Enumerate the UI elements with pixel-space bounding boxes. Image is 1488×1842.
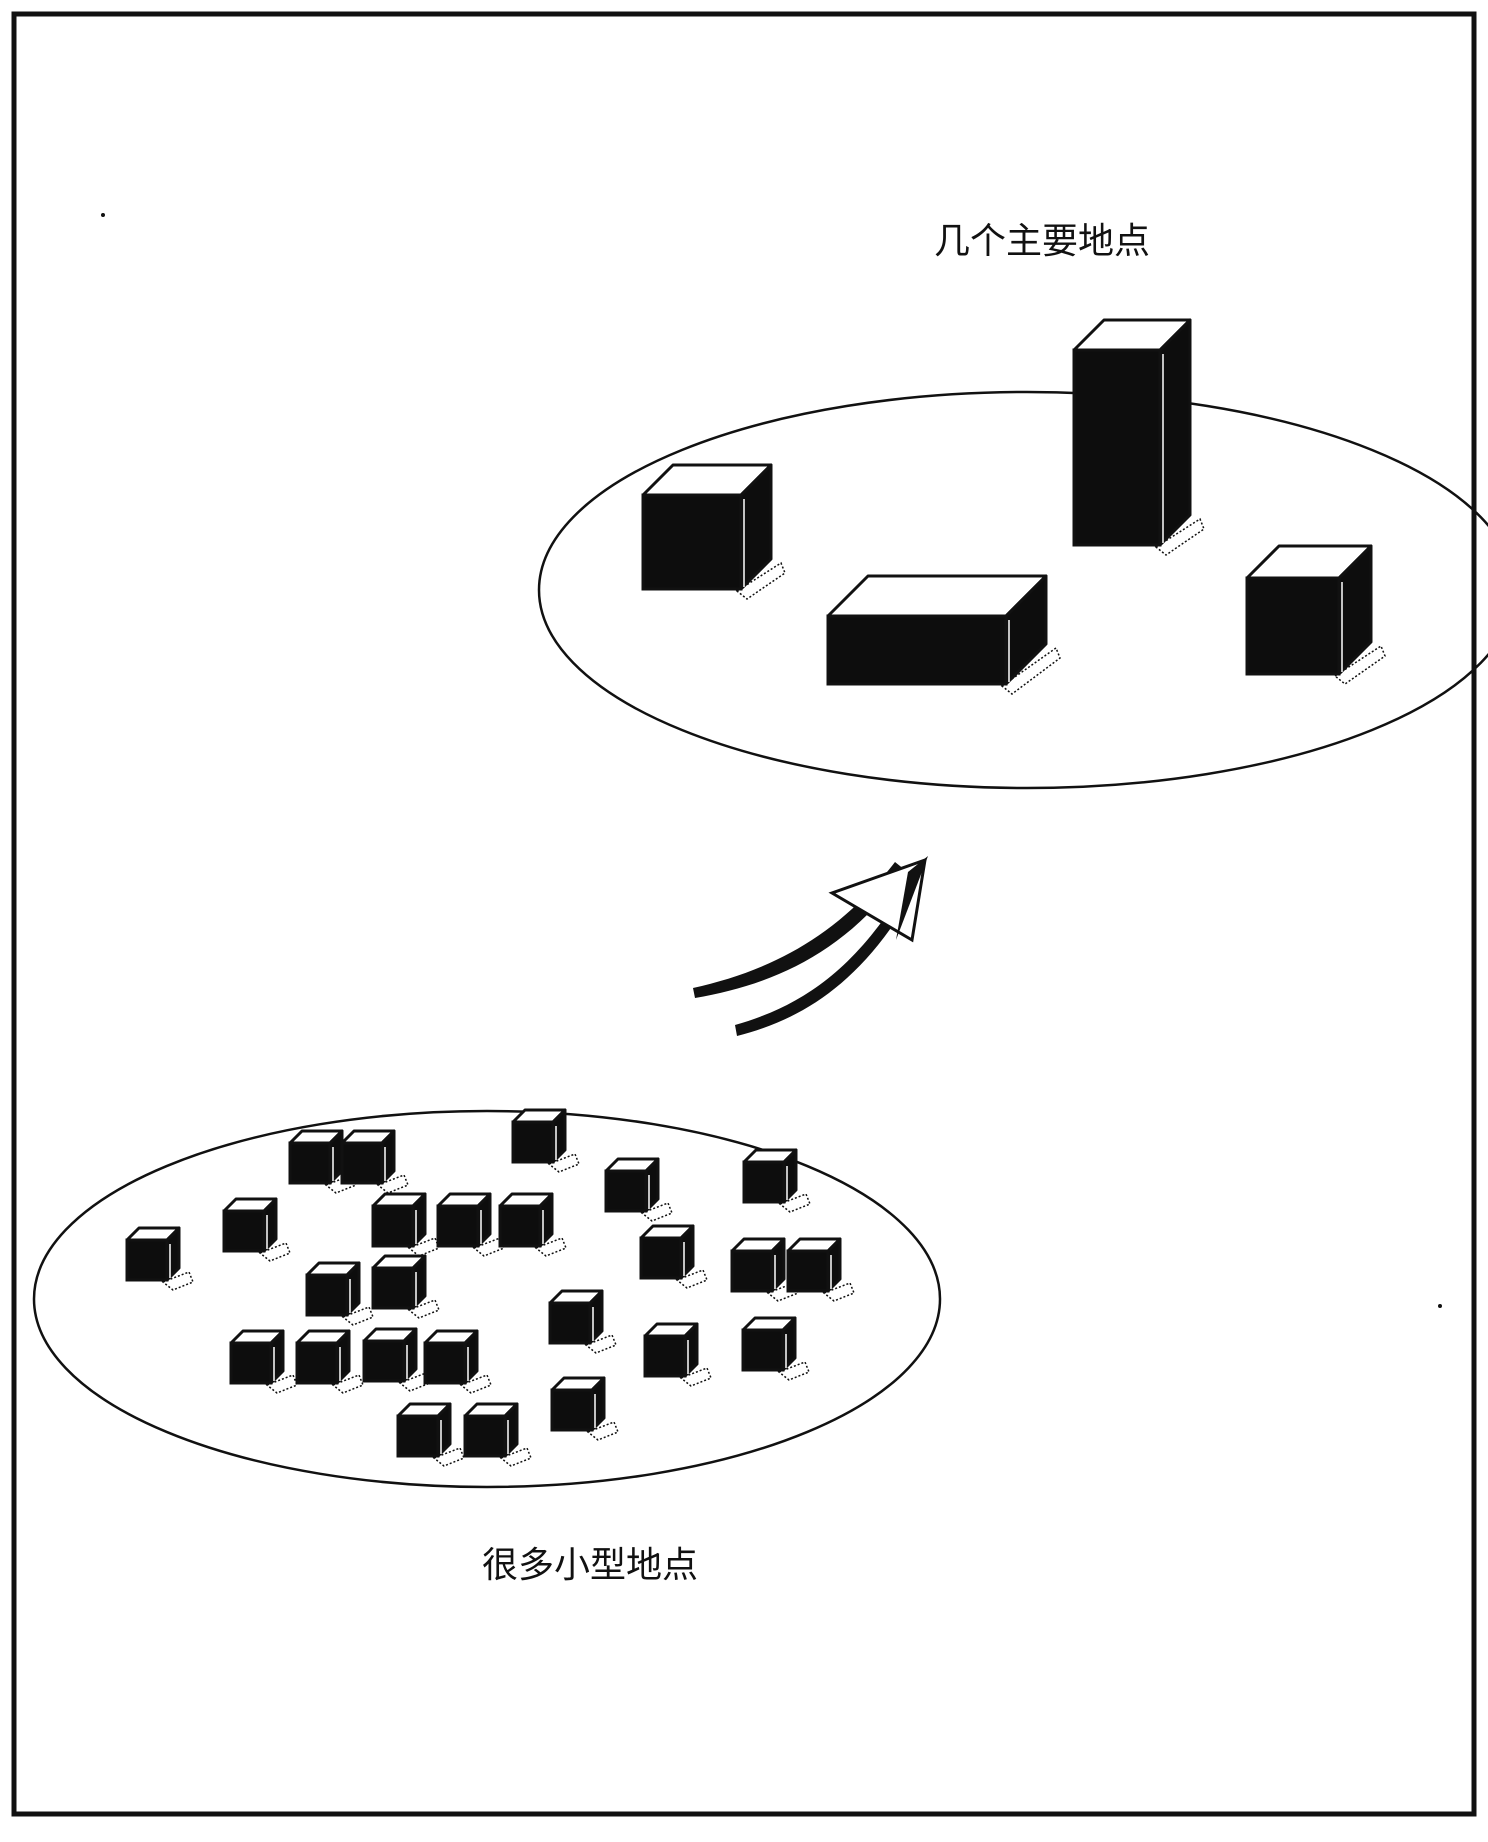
small-site-cube [498, 1192, 567, 1257]
speck [101, 213, 105, 217]
small-site-cube [222, 1197, 291, 1262]
curved-arrow-up-right-icon [693, 856, 928, 1036]
small-site-cube [741, 1316, 810, 1381]
small-site-cube [371, 1254, 440, 1319]
small-site-cube [305, 1261, 374, 1326]
small-site-cube [340, 1129, 409, 1194]
small-site-cube [229, 1329, 298, 1394]
major-site-block [1245, 544, 1386, 685]
speck [1438, 1304, 1442, 1308]
small-site-cube [125, 1226, 194, 1291]
small-sites-group [125, 1108, 855, 1467]
small-site-cube [371, 1192, 440, 1257]
small-sites-label: 很多小型地点 [482, 1545, 698, 1586]
frame-border [11, 11, 1477, 1817]
small-site-cube [786, 1237, 855, 1302]
major-site-wide-block [826, 574, 1061, 695]
small-site-cube [639, 1224, 708, 1289]
small-site-cube [436, 1192, 505, 1257]
small-site-cube [730, 1237, 799, 1302]
small-site-cube [362, 1327, 431, 1392]
small-site-cube [463, 1402, 532, 1467]
small-site-cube [550, 1376, 619, 1441]
small-site-cube [295, 1329, 364, 1394]
small-site-cube [548, 1289, 617, 1354]
major-sites-group [641, 318, 1386, 695]
small-site-cube [604, 1157, 673, 1222]
major-site-block [641, 463, 786, 600]
small-site-cube [511, 1108, 580, 1173]
small-site-cube [643, 1322, 712, 1387]
small-site-cube [423, 1329, 492, 1394]
major-site-tower [1072, 318, 1205, 556]
small-sites-ellipse [32, 1109, 942, 1489]
small-site-cube [396, 1402, 465, 1467]
major-sites-label: 几个主要地点 [934, 221, 1150, 262]
small-site-cube [742, 1148, 811, 1213]
major-sites-ellipse [537, 390, 1488, 790]
